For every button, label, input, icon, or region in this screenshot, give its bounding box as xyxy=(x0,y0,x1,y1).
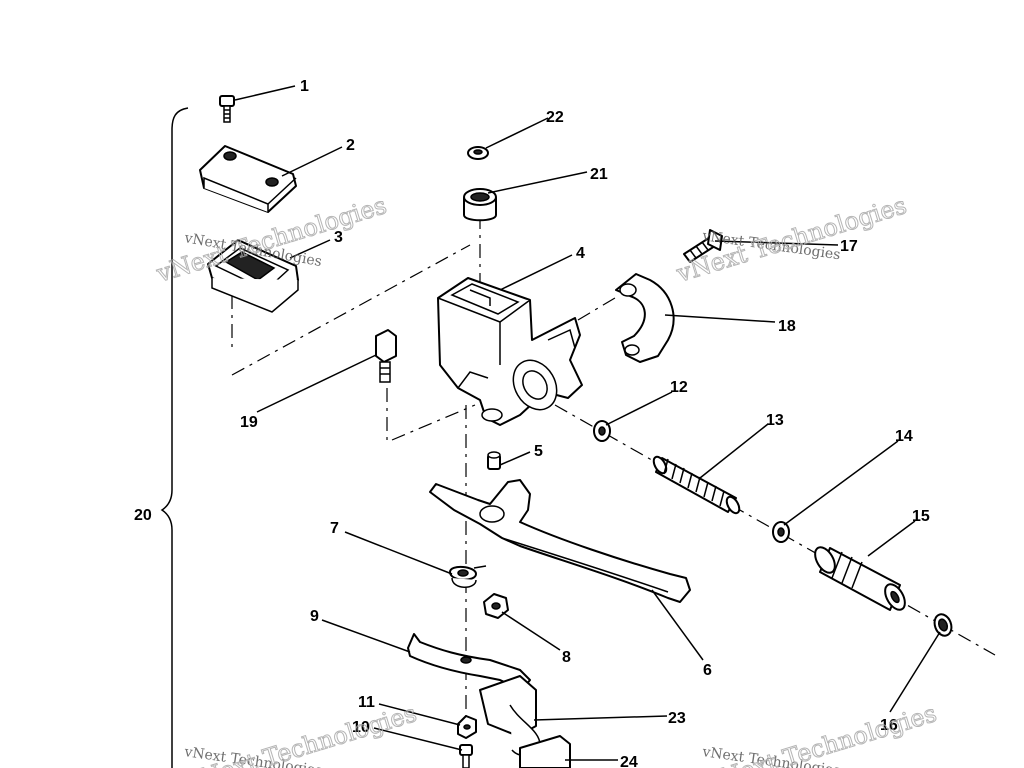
callout-8: 8 xyxy=(562,649,571,666)
part-13-spring xyxy=(652,455,741,515)
part-23-switch xyxy=(479,675,541,757)
part-4-master-cylinder xyxy=(437,277,583,426)
part-21-boot xyxy=(463,188,497,222)
axis-lines xyxy=(231,215,996,768)
callout-9: 9 xyxy=(310,608,319,625)
callout-18: 18 xyxy=(778,318,796,335)
part-17-screw xyxy=(683,229,723,263)
callout-15: 15 xyxy=(912,508,930,525)
callout-6: 6 xyxy=(703,662,712,679)
callout-7: 7 xyxy=(330,520,339,537)
callout-23: 23 xyxy=(668,710,686,727)
callout-17: 17 xyxy=(840,238,858,255)
callout-11: 11 xyxy=(358,694,375,711)
part-24-switch-body xyxy=(519,735,571,768)
part-14-washer xyxy=(772,521,790,543)
part-2-cap xyxy=(199,145,297,213)
part-22-washer xyxy=(467,146,489,160)
part-11-nut xyxy=(457,715,477,739)
part-12-washer xyxy=(593,420,611,442)
callout-2: 2 xyxy=(346,137,355,154)
leader-lines xyxy=(234,85,941,761)
callout-19: 19 xyxy=(240,414,258,431)
callout-22: 22 xyxy=(546,109,564,126)
callout-5: 5 xyxy=(534,443,543,460)
callout-3: 3 xyxy=(334,229,343,246)
part-19-bolt xyxy=(375,329,397,383)
part-15-piston xyxy=(814,546,906,611)
callout-labels: 1 2 3 4 5 6 7 8 9 10 11 12 13 14 15 16 1… xyxy=(134,78,930,768)
part-18-clamp xyxy=(615,273,675,363)
callout-20: 20 xyxy=(134,507,152,524)
callout-1: 1 xyxy=(300,78,309,95)
part-5-pin xyxy=(487,451,501,470)
part-7-spring xyxy=(449,565,487,588)
callout-10: 10 xyxy=(352,719,370,736)
callout-12: 12 xyxy=(670,379,688,396)
callout-16: 16 xyxy=(880,717,898,734)
part-6-lever xyxy=(429,479,691,603)
watermark-text-6: vNext Technologies xyxy=(183,699,420,768)
callout-14: 14 xyxy=(895,428,913,445)
assembly-brace xyxy=(160,107,189,768)
callout-21: 21 xyxy=(590,166,608,183)
part-3-diaphragm xyxy=(207,239,299,313)
watermark-text-8: vNext Technologies xyxy=(703,699,940,768)
callout-4: 4 xyxy=(576,245,585,262)
part-16-seal xyxy=(933,613,953,637)
callout-13: 13 xyxy=(766,412,784,429)
callout-24: 24 xyxy=(620,754,638,768)
part-9-bracket xyxy=(407,633,531,691)
part-10-screw xyxy=(459,744,473,768)
part-1-screw xyxy=(219,95,235,123)
